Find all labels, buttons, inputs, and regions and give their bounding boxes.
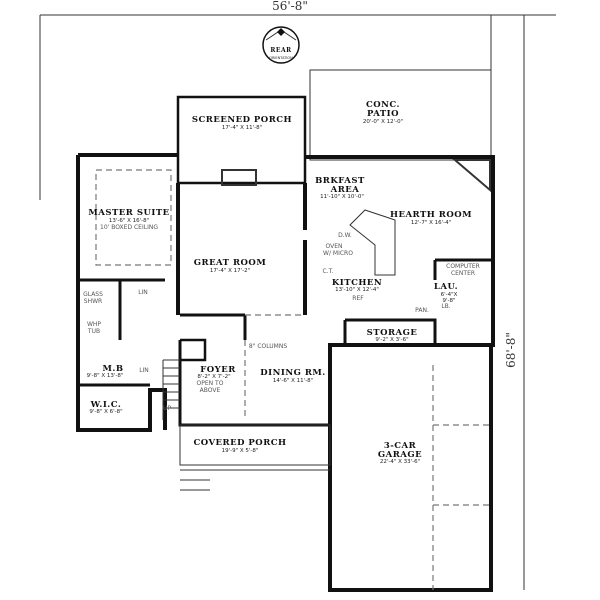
svg-text:13'-6" X 16'-8": 13'-6" X 16'-8": [109, 218, 149, 224]
screened-porch-label: SCREENED PORCH 17'-4" X 11'-8": [192, 115, 292, 131]
kitchen-island: [349, 209, 396, 276]
wic-label: W.I.C. 9'-8" X 6'-8": [89, 400, 122, 415]
svg-text:KITCHEN: KITCHEN: [332, 278, 382, 288]
svg-text:PATIO: PATIO: [367, 109, 399, 119]
svg-text:9'-8" X 6'-8": 9'-8" X 6'-8": [89, 409, 122, 415]
fireplace-icon: [221, 169, 257, 186]
great-room-label: GREAT ROOM 17'-4" X 17'-2": [194, 258, 267, 274]
patio-label: CONC. PATIO 20'-0" X 12'-0": [363, 100, 403, 125]
svg-text:UP: UP: [163, 405, 171, 412]
svg-text:W.I.C.: W.I.C.: [90, 400, 122, 410]
svg-text:W/ MICRO: W/ MICRO: [323, 250, 353, 257]
svg-text:LIN: LIN: [139, 367, 149, 374]
svg-text:22'-4" X 33'-6": 22'-4" X 33'-6": [380, 459, 420, 465]
svg-text:12'-7" X 16'-4": 12'-7" X 16'-4": [411, 220, 451, 226]
svg-text:17'-4" X 11'-8": 17'-4" X 11'-8": [222, 125, 262, 131]
rear-orientation-compass: REAR ORIENTATION: [262, 26, 300, 64]
svg-text:CONC.: CONC.: [366, 100, 400, 110]
boxed-ceiling-outline: [95, 169, 172, 266]
svg-text:STORAGE: STORAGE: [367, 328, 418, 338]
svg-text:9'-8": 9'-8": [442, 298, 455, 304]
covered-porch-label: COVERED PORCH 19'-9" X 5'-8": [193, 438, 286, 454]
hearth-room-label: HEARTH ROOM 12'-7" X 16'-4": [390, 210, 472, 226]
svg-text:GREAT ROOM: GREAT ROOM: [194, 258, 267, 268]
master-suite-label: MASTER SUITE 13'-6" X 16'-8" 10' BOXED C…: [88, 208, 169, 231]
svg-text:SCREENED PORCH: SCREENED PORCH: [192, 115, 292, 125]
svg-text:ORIENTATION: ORIENTATION: [269, 56, 293, 60]
svg-text:9'-8" X 13'-8": 9'-8" X 13'-8": [87, 373, 124, 379]
svg-text:WHP: WHP: [87, 321, 101, 328]
svg-text:OPEN TO: OPEN TO: [197, 380, 224, 387]
dining-room-label: DINING RM. 14'-6" X 11'-8": [260, 368, 326, 384]
svg-text:10' BOXED CEILING: 10' BOXED CEILING: [100, 224, 158, 231]
svg-text:11'-10" X 10'-0": 11'-10" X 10'-0": [320, 194, 364, 200]
svg-text:AREA: AREA: [330, 185, 360, 195]
svg-text:68'-8": 68'-8": [504, 332, 518, 368]
svg-text:SHWR: SHWR: [84, 298, 102, 305]
svg-text:CENTER: CENTER: [451, 270, 475, 277]
svg-text:HEARTH ROOM: HEARTH ROOM: [390, 210, 472, 220]
svg-text:GLASS: GLASS: [83, 291, 103, 298]
laundry-label: LAU. 6'-4"X 9'-8": [434, 282, 458, 304]
depth-dimension: 68'-8": [504, 15, 525, 590]
patio-outline: [309, 69, 492, 161]
covered-porch-outline: [179, 424, 331, 466]
stairs: [162, 359, 180, 420]
svg-text:D.W.: D.W.: [338, 232, 352, 239]
svg-text:GARAGE: GARAGE: [378, 450, 422, 460]
svg-text:14'-6" X 11'-8": 14'-6" X 11'-8": [273, 378, 313, 384]
svg-text:TUB: TUB: [87, 328, 100, 335]
svg-text:3-CAR: 3-CAR: [384, 441, 417, 451]
svg-text:LB.: LB.: [441, 303, 450, 310]
svg-text:COMPUTER: COMPUTER: [446, 263, 480, 270]
svg-text:9'-2" X 3'-6": 9'-2" X 3'-6": [375, 337, 408, 343]
hearth-fireplace-icon: [452, 159, 491, 193]
svg-text:M.B: M.B: [102, 364, 123, 374]
svg-text:DINING RM.: DINING RM.: [260, 368, 326, 378]
svg-text:8'-2" X 7'-2": 8'-2" X 7'-2": [197, 374, 230, 380]
fixture-labels: D.W. OVEN W/ MICRO C.T. REF COMPUTER CEN…: [83, 232, 480, 412]
svg-text:LAU.: LAU.: [434, 282, 458, 292]
svg-text:6'-4"X: 6'-4"X: [441, 292, 458, 298]
kitchen-label: KITCHEN 13'-10" X 12'-4": [332, 278, 382, 293]
breakfast-area-label: BRKFAST AREA 11'-10" X 10'-0": [315, 176, 365, 200]
svg-text:ABOVE: ABOVE: [200, 387, 221, 394]
garage-label: 3-CAR GARAGE 22'-4" X 33'-6": [378, 441, 422, 465]
svg-text:COVERED PORCH: COVERED PORCH: [193, 438, 286, 448]
walls: [76, 95, 495, 592]
svg-text:BRKFAST: BRKFAST: [315, 176, 365, 186]
svg-text:8" COLUMNS: 8" COLUMNS: [249, 343, 287, 350]
svg-text:56'-8": 56'-8": [272, 0, 308, 13]
svg-text:20'-0" X 12'-0": 20'-0" X 12'-0": [363, 119, 403, 125]
svg-text:FOYER: FOYER: [200, 365, 236, 375]
svg-text:REF: REF: [352, 295, 364, 302]
svg-text:C.T.: C.T.: [323, 268, 334, 275]
svg-text:PAN.: PAN.: [415, 307, 429, 314]
svg-text:17'-4" X 17'-2": 17'-4" X 17'-2": [210, 268, 250, 274]
svg-text:19'-9" X 5'-8": 19'-9" X 5'-8": [222, 448, 259, 454]
master-bath-label: M.B 9'-8" X 13'-8": [87, 364, 124, 379]
svg-text:13'-10" X 12'-4": 13'-10" X 12'-4": [335, 287, 379, 293]
foyer-label: FOYER 8'-2" X 7'-2" OPEN TO ABOVE: [197, 365, 236, 394]
svg-text:LIN: LIN: [138, 289, 148, 296]
svg-text:REAR: REAR: [270, 47, 292, 54]
svg-text:OVEN: OVEN: [325, 243, 342, 250]
svg-text:MASTER SUITE: MASTER SUITE: [88, 208, 169, 218]
width-dimension: 56'-8": [40, 0, 556, 16]
storage-label: STORAGE 9'-2" X 3'-6": [367, 328, 418, 343]
